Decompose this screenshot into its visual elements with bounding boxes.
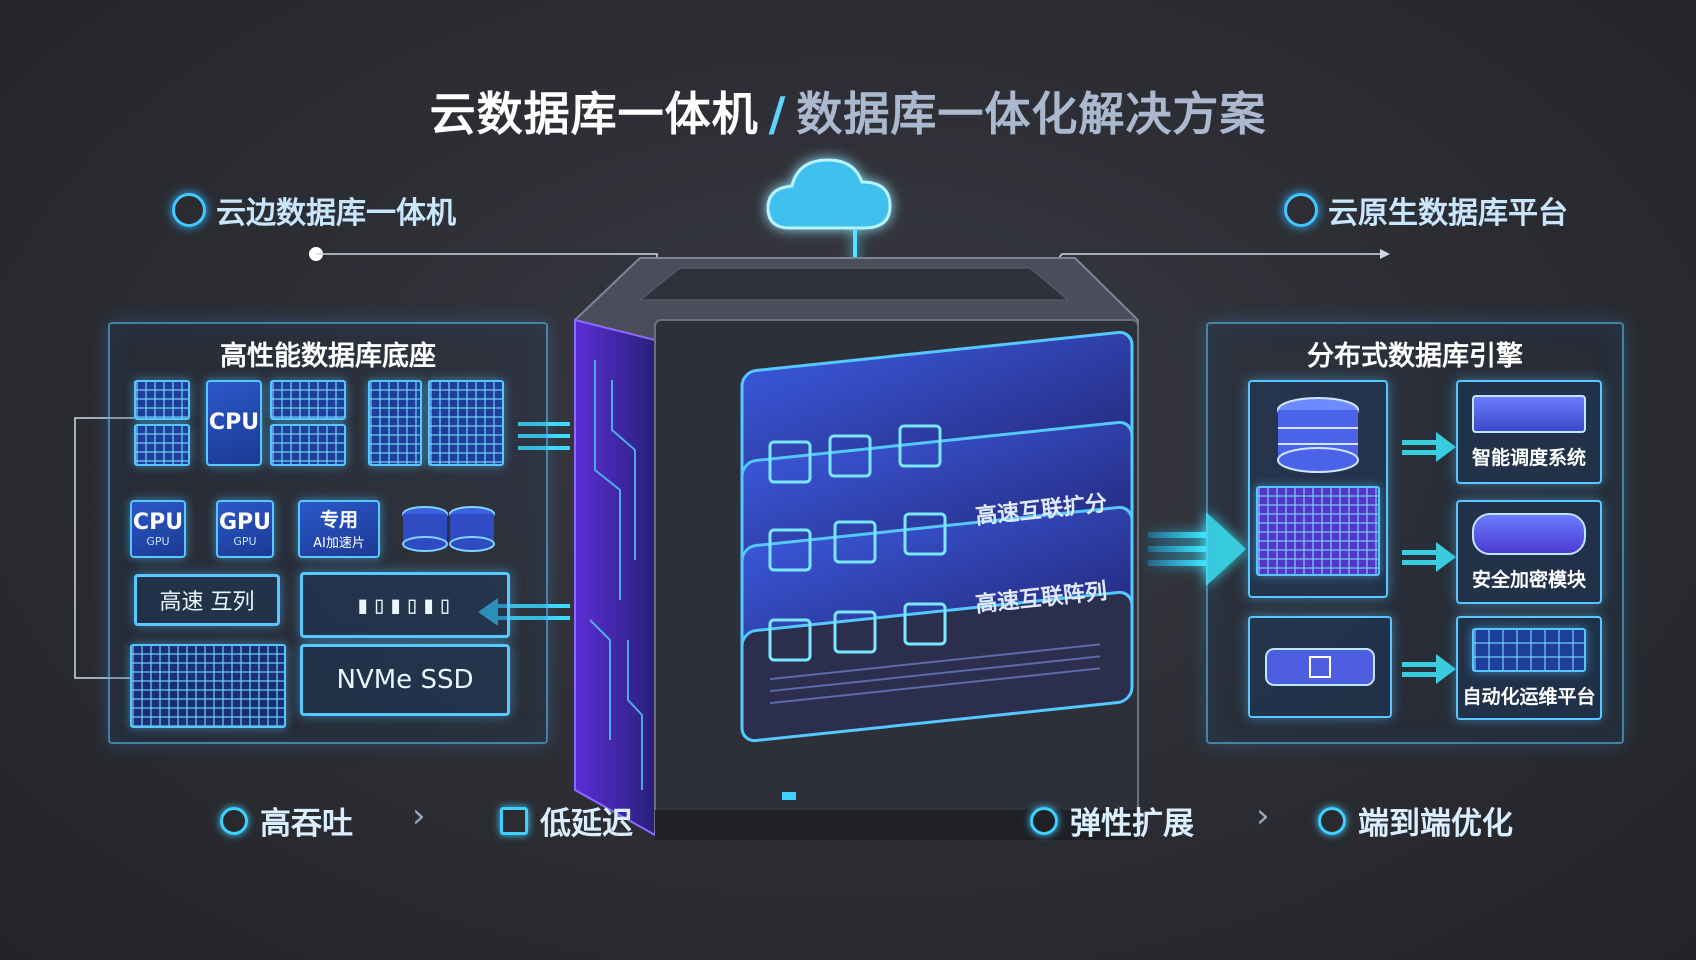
storage-unit-icon [1265, 648, 1375, 686]
scheduler-icon [1472, 394, 1586, 433]
feature-throughput: 高吞吐 [220, 798, 353, 843]
interconnect-label: 高速 互列 [159, 590, 255, 615]
platform-icon [1284, 193, 1318, 227]
storage-chip [428, 380, 504, 466]
storage-chip [368, 380, 422, 466]
right-panel-title: 分布式数据库引擎 [1307, 341, 1523, 372]
memory-chip [134, 424, 190, 466]
ai-label: 专用 [319, 508, 358, 531]
memory-chip [134, 380, 190, 420]
feature-label-throughput: 高吞吐 [260, 806, 353, 842]
network-board [130, 644, 286, 728]
header-left: 云边数据库一体机 [172, 188, 456, 232]
gpu-chip: GPU GPU [216, 500, 274, 558]
database-cylinder-icon [400, 504, 500, 552]
feature-label-latency: 低延迟 [540, 806, 633, 842]
feature-elastic: 弹性扩展 [1030, 798, 1194, 843]
ops-grid-icon [1472, 627, 1586, 672]
chevron-right-icon: › [412, 796, 426, 836]
tray-4 [740, 590, 1134, 743]
cpu-chip: CPU GPU [130, 500, 186, 558]
module-label-scheduler: 智能调度系统 [1471, 446, 1586, 469]
database-engine-box [1248, 380, 1388, 598]
module-security: 安全加密模块 [1456, 500, 1602, 604]
title-separator: / [768, 87, 787, 141]
tray-chip-icons [768, 424, 947, 662]
chevron-right-icon: › [1256, 796, 1270, 836]
feature-optimization: 端到端优化 [1318, 798, 1513, 843]
module-scheduler: 智能调度系统 [1456, 380, 1602, 484]
arrows-left-to-center [518, 422, 570, 450]
title-subtitle: 数据库一体化解决方案 [796, 87, 1267, 141]
throughput-icon [220, 806, 248, 835]
header-left-label: 云边数据库一体机 [216, 196, 456, 231]
cpu-label: CPU [132, 509, 184, 535]
storage-unit-box [1248, 616, 1392, 718]
page-title: 云数据库一体机/数据库一体化解决方案 [0, 78, 1696, 144]
interconnect-box: 高速 互列 [134, 574, 280, 626]
ssd-array-box: ▮▯▮▯▮▯ [300, 572, 510, 638]
gpu-sub-label: GPU [233, 534, 257, 548]
nvme-ssd-box: NVMe SSD [300, 644, 510, 716]
arrows-center-to-left [478, 598, 570, 626]
memory-chip [270, 424, 346, 466]
module-label-security: 安全加密模块 [1471, 568, 1586, 591]
server-stack-icon [1256, 486, 1380, 576]
memory-chip [270, 380, 346, 420]
ai-accelerator-chip: 专用 AI加速片 [298, 500, 380, 558]
gpu-label: GPU [218, 509, 272, 535]
feature-latency: 低延迟 [500, 798, 633, 843]
gear-icon [1318, 806, 1346, 835]
module-ops: 自动化运维平台 [1456, 616, 1602, 720]
cloud-node-icon [172, 193, 206, 227]
nvme-ssd-label: NVMe SSD [336, 665, 474, 695]
left-panel-title: 高性能数据库底座 [220, 341, 436, 372]
cpu-main-chip: CPU [206, 380, 262, 466]
database-icon [1277, 397, 1359, 473]
connector-left-loop [74, 417, 134, 679]
arrows-right-panel [1402, 432, 1456, 684]
cpu-main-label: CPU [208, 410, 260, 435]
feature-label-optimization: 端到端优化 [1358, 806, 1513, 842]
left-panel: 高性能数据库底座 CPU CPU GPU GPU GPU 专用 AI加速片 高速… [108, 322, 548, 744]
lock-icon [1472, 512, 1586, 555]
header-right-label: 云原生数据库平台 [1328, 196, 1568, 231]
cpu-sub-label: GPU [146, 534, 170, 548]
ssd-slots-icon: ▮▯▮▯▮▯ [355, 591, 455, 619]
title-main: 云数据库一体机 [429, 87, 759, 141]
shield-icon [1030, 806, 1058, 835]
header-right: 云原生数据库平台 [1284, 188, 1568, 232]
module-label-ops: 自动化运维平台 [1462, 685, 1596, 708]
ai-sub-label: AI加速片 [313, 535, 365, 551]
right-panel: 分布式数据库引擎 智能调度系统 安全加密模块 自动化运维平台 [1206, 322, 1624, 744]
arrow-center-to-right [1148, 512, 1246, 586]
feature-label-elastic: 弹性扩展 [1070, 806, 1194, 842]
latency-icon [500, 806, 528, 835]
